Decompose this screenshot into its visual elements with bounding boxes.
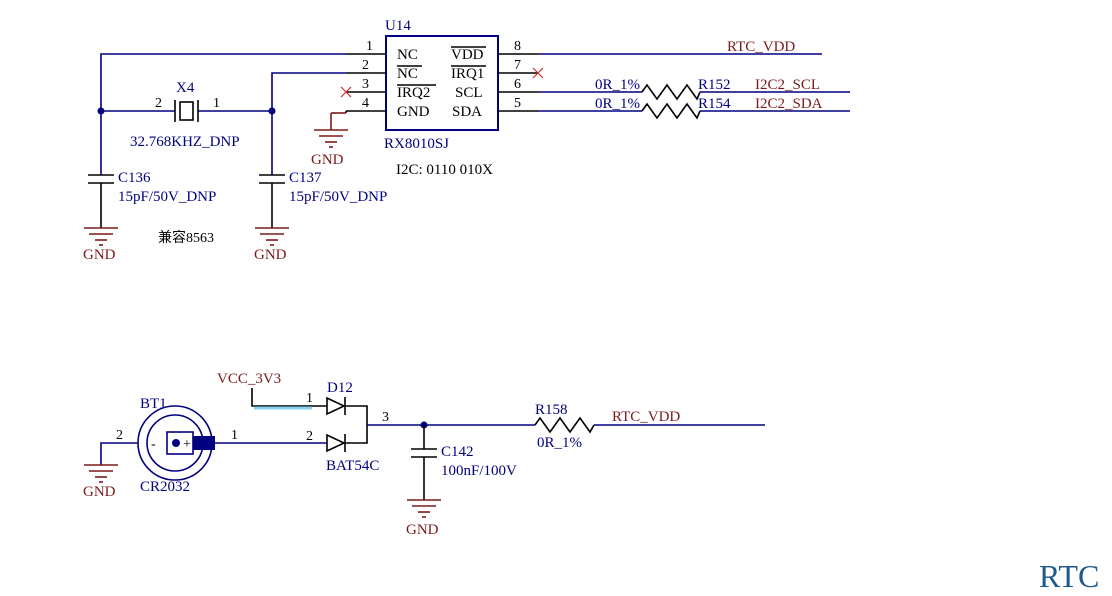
vcc-3v3-wire bbox=[251, 388, 327, 407]
u14-body bbox=[385, 35, 499, 131]
vcc-3v3-net-label: VCC_3V3 bbox=[217, 371, 281, 387]
u14-pin1-num: 1 bbox=[366, 39, 373, 54]
u14-ref: U14 bbox=[385, 18, 411, 34]
bt1-ref: BT1 bbox=[140, 396, 167, 412]
u14-pin2-num: 2 bbox=[362, 58, 369, 73]
u14-pin5-num: 5 bbox=[514, 96, 521, 111]
c137-value: 15pF/50V_DNP bbox=[289, 189, 387, 205]
c142-gnd-label: GND bbox=[406, 522, 439, 538]
c136-gnd-label: GND bbox=[83, 247, 116, 263]
bt1-gnd-label: GND bbox=[83, 484, 116, 500]
u14-pin3-num: 3 bbox=[362, 77, 369, 92]
u14-pin3-name: IRQ2 bbox=[397, 85, 430, 101]
u14-pin6-num: 6 bbox=[514, 77, 521, 92]
rtc-vdd-net-label-bottom: RTC_VDD bbox=[612, 409, 680, 425]
c137-ref: C137 bbox=[289, 170, 322, 186]
r154-value: 0R_1% bbox=[595, 96, 640, 112]
x4-value: 32.768KHZ_DNP bbox=[130, 134, 240, 150]
r158-resistor bbox=[534, 416, 595, 434]
r158-value: 0R_1% bbox=[537, 435, 582, 451]
sheet-title: RTC bbox=[1039, 558, 1099, 594]
x4-pin1-num: 1 bbox=[213, 96, 220, 111]
bt1-pin2-num: 2 bbox=[116, 428, 123, 443]
bt1-plus-label: + bbox=[183, 437, 191, 452]
d12-pin1-num: 1 bbox=[306, 391, 313, 406]
u14-pin4-name: GND bbox=[397, 104, 430, 120]
bt1-gnd-symbol bbox=[84, 464, 118, 483]
c136-capacitor bbox=[88, 174, 114, 184]
u14-gnd-symbol bbox=[314, 111, 348, 148]
r154-ref: R154 bbox=[698, 96, 731, 112]
u14-i2c-address-note: I2C: 0110 010X bbox=[396, 162, 493, 178]
u14-pin7-no-connect bbox=[532, 67, 544, 79]
rtc-vdd-net-label-top: RTC_VDD bbox=[727, 39, 795, 55]
bt1-pin1-num: 1 bbox=[231, 428, 238, 443]
r152-value: 0R_1% bbox=[595, 77, 640, 93]
d12-pin2-num: 2 bbox=[306, 429, 313, 444]
c142-capacitor bbox=[411, 448, 437, 458]
c137-capacitor bbox=[259, 174, 285, 184]
u14-pin1-name: NC bbox=[397, 47, 418, 63]
i2c2-sda-net-label: I2C2_SDA bbox=[755, 96, 823, 112]
bt1-minus-label: - bbox=[151, 437, 156, 452]
u14-pin3-no-connect bbox=[340, 86, 352, 98]
bt1-battery bbox=[137, 405, 215, 481]
u14-gnd-label: GND bbox=[311, 152, 344, 168]
r154-resistor bbox=[641, 102, 701, 120]
u14-pin4-num: 4 bbox=[362, 96, 369, 111]
r158-ref: R158 bbox=[535, 402, 568, 418]
c142-ref: C142 bbox=[441, 444, 474, 460]
d12-pin3-num: 3 bbox=[382, 410, 389, 425]
u14-part: RX8010SJ bbox=[384, 136, 449, 152]
u14-pin6-name: SCL bbox=[455, 85, 483, 101]
d12-diode-top bbox=[326, 396, 346, 416]
d12-diode-bottom bbox=[326, 433, 346, 453]
bt1-minus-wire bbox=[100, 442, 138, 465]
x4-crystal bbox=[174, 100, 199, 122]
c136-gnd-symbol bbox=[84, 227, 118, 246]
x4-ref: X4 bbox=[176, 80, 195, 96]
u14-pin8-num: 8 bbox=[514, 39, 521, 54]
nc1-wire bbox=[100, 53, 346, 111]
d12-part: BAT54C bbox=[326, 458, 379, 474]
u14-pin7-num: 7 bbox=[514, 58, 521, 73]
x4-pin2-num: 2 bbox=[155, 96, 162, 111]
u14-pin2-name: NC bbox=[397, 66, 418, 82]
r152-resistor bbox=[641, 83, 701, 101]
c137-gnd-label: GND bbox=[254, 247, 287, 263]
nc2-wire bbox=[271, 72, 346, 111]
u14-pin8-name: VDD bbox=[451, 47, 484, 63]
c142-value: 100nF/100V bbox=[441, 463, 517, 479]
u14-chip: U14 RX8010SJ 1 2 3 4 NC NC IRQ2 GND 8 7 … bbox=[340, 18, 544, 178]
i2c2-scl-net-label: I2C2_SCL bbox=[755, 77, 820, 93]
c136-ref: C136 bbox=[118, 170, 151, 186]
d12-ref: D12 bbox=[327, 380, 353, 396]
d12-common-cathode bbox=[345, 405, 368, 444]
c137-gnd-symbol bbox=[255, 227, 289, 246]
c136-value: 15pF/50V_DNP bbox=[118, 189, 216, 205]
u14-pin7-name: IRQ1 bbox=[451, 66, 484, 82]
r152-ref: R152 bbox=[698, 77, 731, 93]
u14-pin5-name: SDA bbox=[452, 104, 482, 120]
c142-gnd-symbol bbox=[407, 499, 441, 518]
compat-8563-note: 兼容8563 bbox=[158, 229, 214, 246]
bt1-part: CR2032 bbox=[140, 479, 190, 495]
